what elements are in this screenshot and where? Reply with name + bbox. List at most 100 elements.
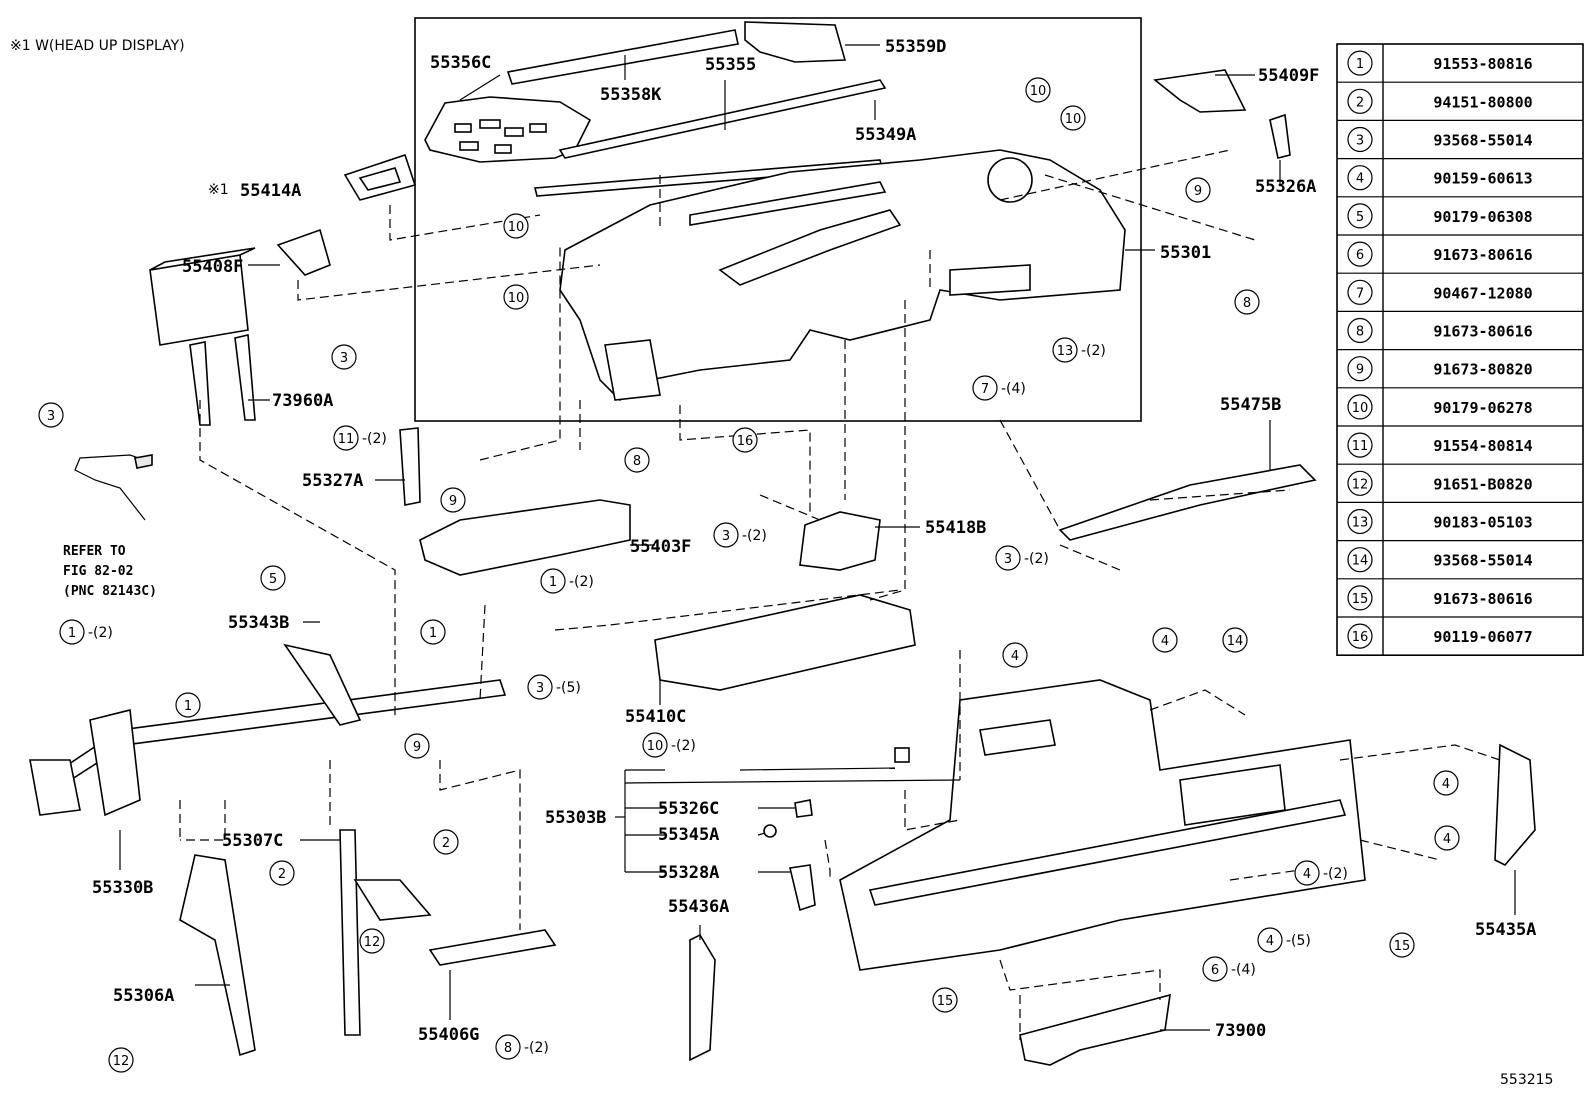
fastener-callout: 14 [1222, 627, 1248, 653]
frame-55303B [839, 679, 1366, 971]
fastener-callout: 10-(2) [642, 732, 696, 758]
fastener-callout: 2 [269, 860, 295, 886]
fastener-number: 13 [1057, 344, 1074, 359]
part-callouts: 55356C 55358K 55355 55359D 55349A 55409F… [63, 37, 1536, 1045]
row-part-number: 90179-06278 [1433, 399, 1532, 417]
fastener-number: 4 [1011, 649, 1019, 664]
fastener-number: 12 [113, 1054, 130, 1069]
fastener-callout: 16 [732, 427, 758, 453]
row-part-number: 91651-B0820 [1433, 475, 1532, 493]
fastener-callout: 3 -(5) [527, 674, 581, 700]
fastener-callout: 3 [331, 344, 357, 370]
fastener-number: 4 [1443, 832, 1451, 847]
fastener-qty: -(5) [556, 680, 581, 696]
callout-label: 55355 [705, 55, 756, 75]
fastener-number: 10 [1030, 84, 1047, 99]
callout-label: 55349A [855, 125, 916, 145]
fastener-callout: 1-(2) [59, 619, 113, 645]
fastener-callout: 5 [260, 565, 286, 591]
callout-label: 55475B [1220, 395, 1281, 415]
callout-label: 55326C [658, 799, 719, 819]
fastener-number: 4 [1266, 934, 1274, 949]
row-part-number: 91673-80820 [1433, 361, 1532, 379]
harness [74, 454, 151, 521]
prefix-mark: ※1 [208, 182, 229, 198]
row-part-number: 90179-06308 [1433, 208, 1532, 226]
assembly-lines [179, 149, 1501, 1040]
fastener-number: 15 [1394, 939, 1411, 954]
fastener-number: 6 [1211, 963, 1219, 978]
fastener-qty: -(2) [671, 738, 696, 754]
callout-label: 55328A [658, 863, 719, 883]
refer-line: FIG 82-02 [63, 564, 133, 579]
fastener-callout: 4 [1433, 770, 1459, 796]
fastener-number: 3 [340, 351, 348, 366]
fastener-callout: 9 [1185, 177, 1211, 203]
fastener-callout: 4-(5) [1257, 927, 1311, 953]
strip-55355 [558, 79, 887, 159]
cover-55418B [799, 511, 881, 571]
callout-label: 55307C [222, 831, 283, 851]
fastener-callout: 1-(2) [540, 568, 594, 594]
callout-label: 55418B [925, 518, 986, 538]
fastener-number: 4 [1161, 634, 1169, 649]
row-number: 8 [1356, 325, 1364, 340]
row-number: 5 [1356, 210, 1364, 225]
callout-label: 55435A [1475, 920, 1536, 940]
fastener-number: 15 [937, 994, 954, 1009]
fastener-qty: -(2) [362, 431, 387, 447]
duct-55410C [654, 594, 916, 691]
row-part-number: 90159-60613 [1433, 170, 1532, 188]
brace-55306A [179, 854, 256, 1057]
panel-55403F [419, 499, 631, 576]
fastener-number: 3 [536, 681, 544, 696]
fastener-number: 10 [508, 291, 525, 306]
fastener-callout: 11-(2) [333, 425, 387, 451]
module-73960A [149, 247, 256, 426]
fastener-number: 9 [449, 494, 457, 509]
fastener-callout: 10 [1025, 77, 1051, 103]
fastener-callout: 7-(4) [972, 375, 1026, 401]
row-number: 15 [1352, 592, 1369, 607]
fastener-qty: -(2) [1024, 551, 1049, 567]
fastener-qty: -(2) [524, 1040, 549, 1056]
fastener-callouts: 101010103311-(2)9913-(2)7-(4)88163-(2)3-… [38, 77, 1460, 1073]
fastener-qty: -(2) [1081, 343, 1106, 359]
callout-label: 55403F [630, 537, 691, 557]
fastener-qty: -(2) [742, 528, 767, 544]
callout-label: 55406G [418, 1025, 479, 1045]
fastener-number: 10 [508, 220, 525, 235]
reinforcement-55330B [29, 643, 507, 817]
refer-line: REFER TO [63, 544, 126, 559]
row-number: 7 [1356, 286, 1364, 301]
fastener-number: 1 [68, 626, 76, 641]
fastener-number: 8 [1243, 296, 1251, 311]
leader-lines [119, 44, 1516, 1031]
fastener-callout: 12 [359, 928, 385, 954]
callout-label: 55343B [228, 613, 289, 633]
row-number: 11 [1352, 439, 1369, 454]
callout-label: 55409F [1258, 66, 1319, 86]
row-number: 2 [1356, 95, 1364, 110]
fastener-callout: 8 [1234, 289, 1260, 315]
row-number: 9 [1356, 363, 1364, 378]
cover-55408F [276, 228, 331, 276]
fastener-callout: 10 [1060, 105, 1086, 131]
row-part-number: 90183-05103 [1433, 514, 1532, 532]
pad-55356C [424, 96, 592, 163]
fastener-number: 3 [722, 529, 730, 544]
fastener-callout: 3-(2) [995, 545, 1049, 571]
pad-55359D [744, 21, 847, 63]
callout-label: 55306A [113, 986, 174, 1006]
fastener-callout: 2 [433, 829, 459, 855]
